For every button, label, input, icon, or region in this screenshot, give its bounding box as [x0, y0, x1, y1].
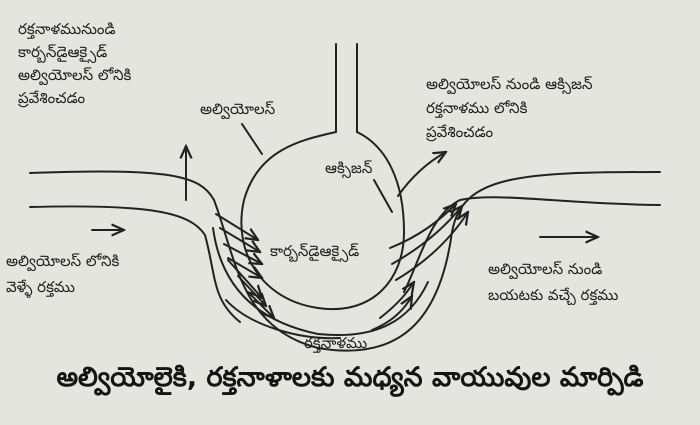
co2-label-line: కార్బన్‌డైఆక్సైడ్ — [18, 43, 108, 61]
co2-label-line: ప్రవేశించడం — [18, 89, 86, 107]
co2-into-alveolus-label: రక్తనాళమునుండి కార్బన్‌డైఆక్సైడ్ అల్వియో… — [18, 18, 131, 110]
blood-in-label: అల్వియోలస్ లోనికి వెళ్ళే రక్తము — [6, 248, 119, 300]
o2-label-line: ప్రవేశించడం — [426, 123, 494, 141]
co2-label-line: అల్వియోలస్ లోనికి — [18, 66, 132, 84]
o2-arrow — [395, 212, 468, 281]
blood-vessel-outer-wall — [29, 170, 661, 352]
blood-flow-line — [212, 227, 429, 336]
blood-vessel-label: రక్తనాళము — [304, 334, 368, 352]
flow-arrow — [247, 291, 274, 318]
flow-arrow — [371, 296, 412, 331]
oxygen-pointer-line — [373, 179, 393, 213]
blood-vessel-inner-wall-right — [403, 196, 661, 293]
blood-flow-line — [225, 299, 341, 340]
o2-callout-arrow — [397, 152, 446, 197]
blood-out-label-line: బయటకు వచ్చే రక్తము — [488, 286, 619, 304]
flow-arrow — [237, 275, 266, 306]
o2-label-line: రక్తనాళము లోనికి — [426, 99, 528, 117]
co2-arrow — [219, 227, 260, 252]
oxygen-label: ఆక్సిజన్ — [325, 159, 373, 177]
o2-label-line: అల్వియోలస్ నుండి ఆక్సిజన్ — [426, 75, 593, 93]
flow-arrow — [379, 282, 414, 319]
flow-arrow — [227, 259, 262, 298]
co2-label-line: రక్తనాళమునుండి — [18, 20, 116, 38]
o2-into-vessel-label: అల్వియోలస్ నుండి ఆక్సిజన్ రక్తనాళము లోని… — [426, 72, 592, 144]
blood-out-label: అల్వియోలస్ నుండి బయటకు వచ్చే రక్తము — [488, 256, 618, 308]
diagram-caption: అల్వియోలైకి, రక్తనాళాలకు మధ్యన వాయువుల మ… — [56, 362, 644, 393]
alveolus-pointer-line — [241, 123, 263, 155]
alveolus-label: అల్వియోలస్ — [200, 100, 276, 118]
co2-arrow — [227, 257, 262, 278]
carbon-dioxide-label: కార్బన్‌డైఆక్సైడ్ — [270, 242, 360, 260]
blood-vessel-inner-wall — [29, 205, 241, 323]
co2-arrow — [223, 243, 262, 264]
blood-in-label-line: అల్వియోలస్ లోనికి — [6, 252, 120, 270]
alveolus-sac — [240, 131, 405, 311]
blood-out-label-line: అల్వియోలస్ నుండి — [488, 260, 603, 278]
co2-arrow — [215, 213, 258, 240]
blood-in-label-line: వెళ్ళే రక్తము — [6, 278, 75, 296]
